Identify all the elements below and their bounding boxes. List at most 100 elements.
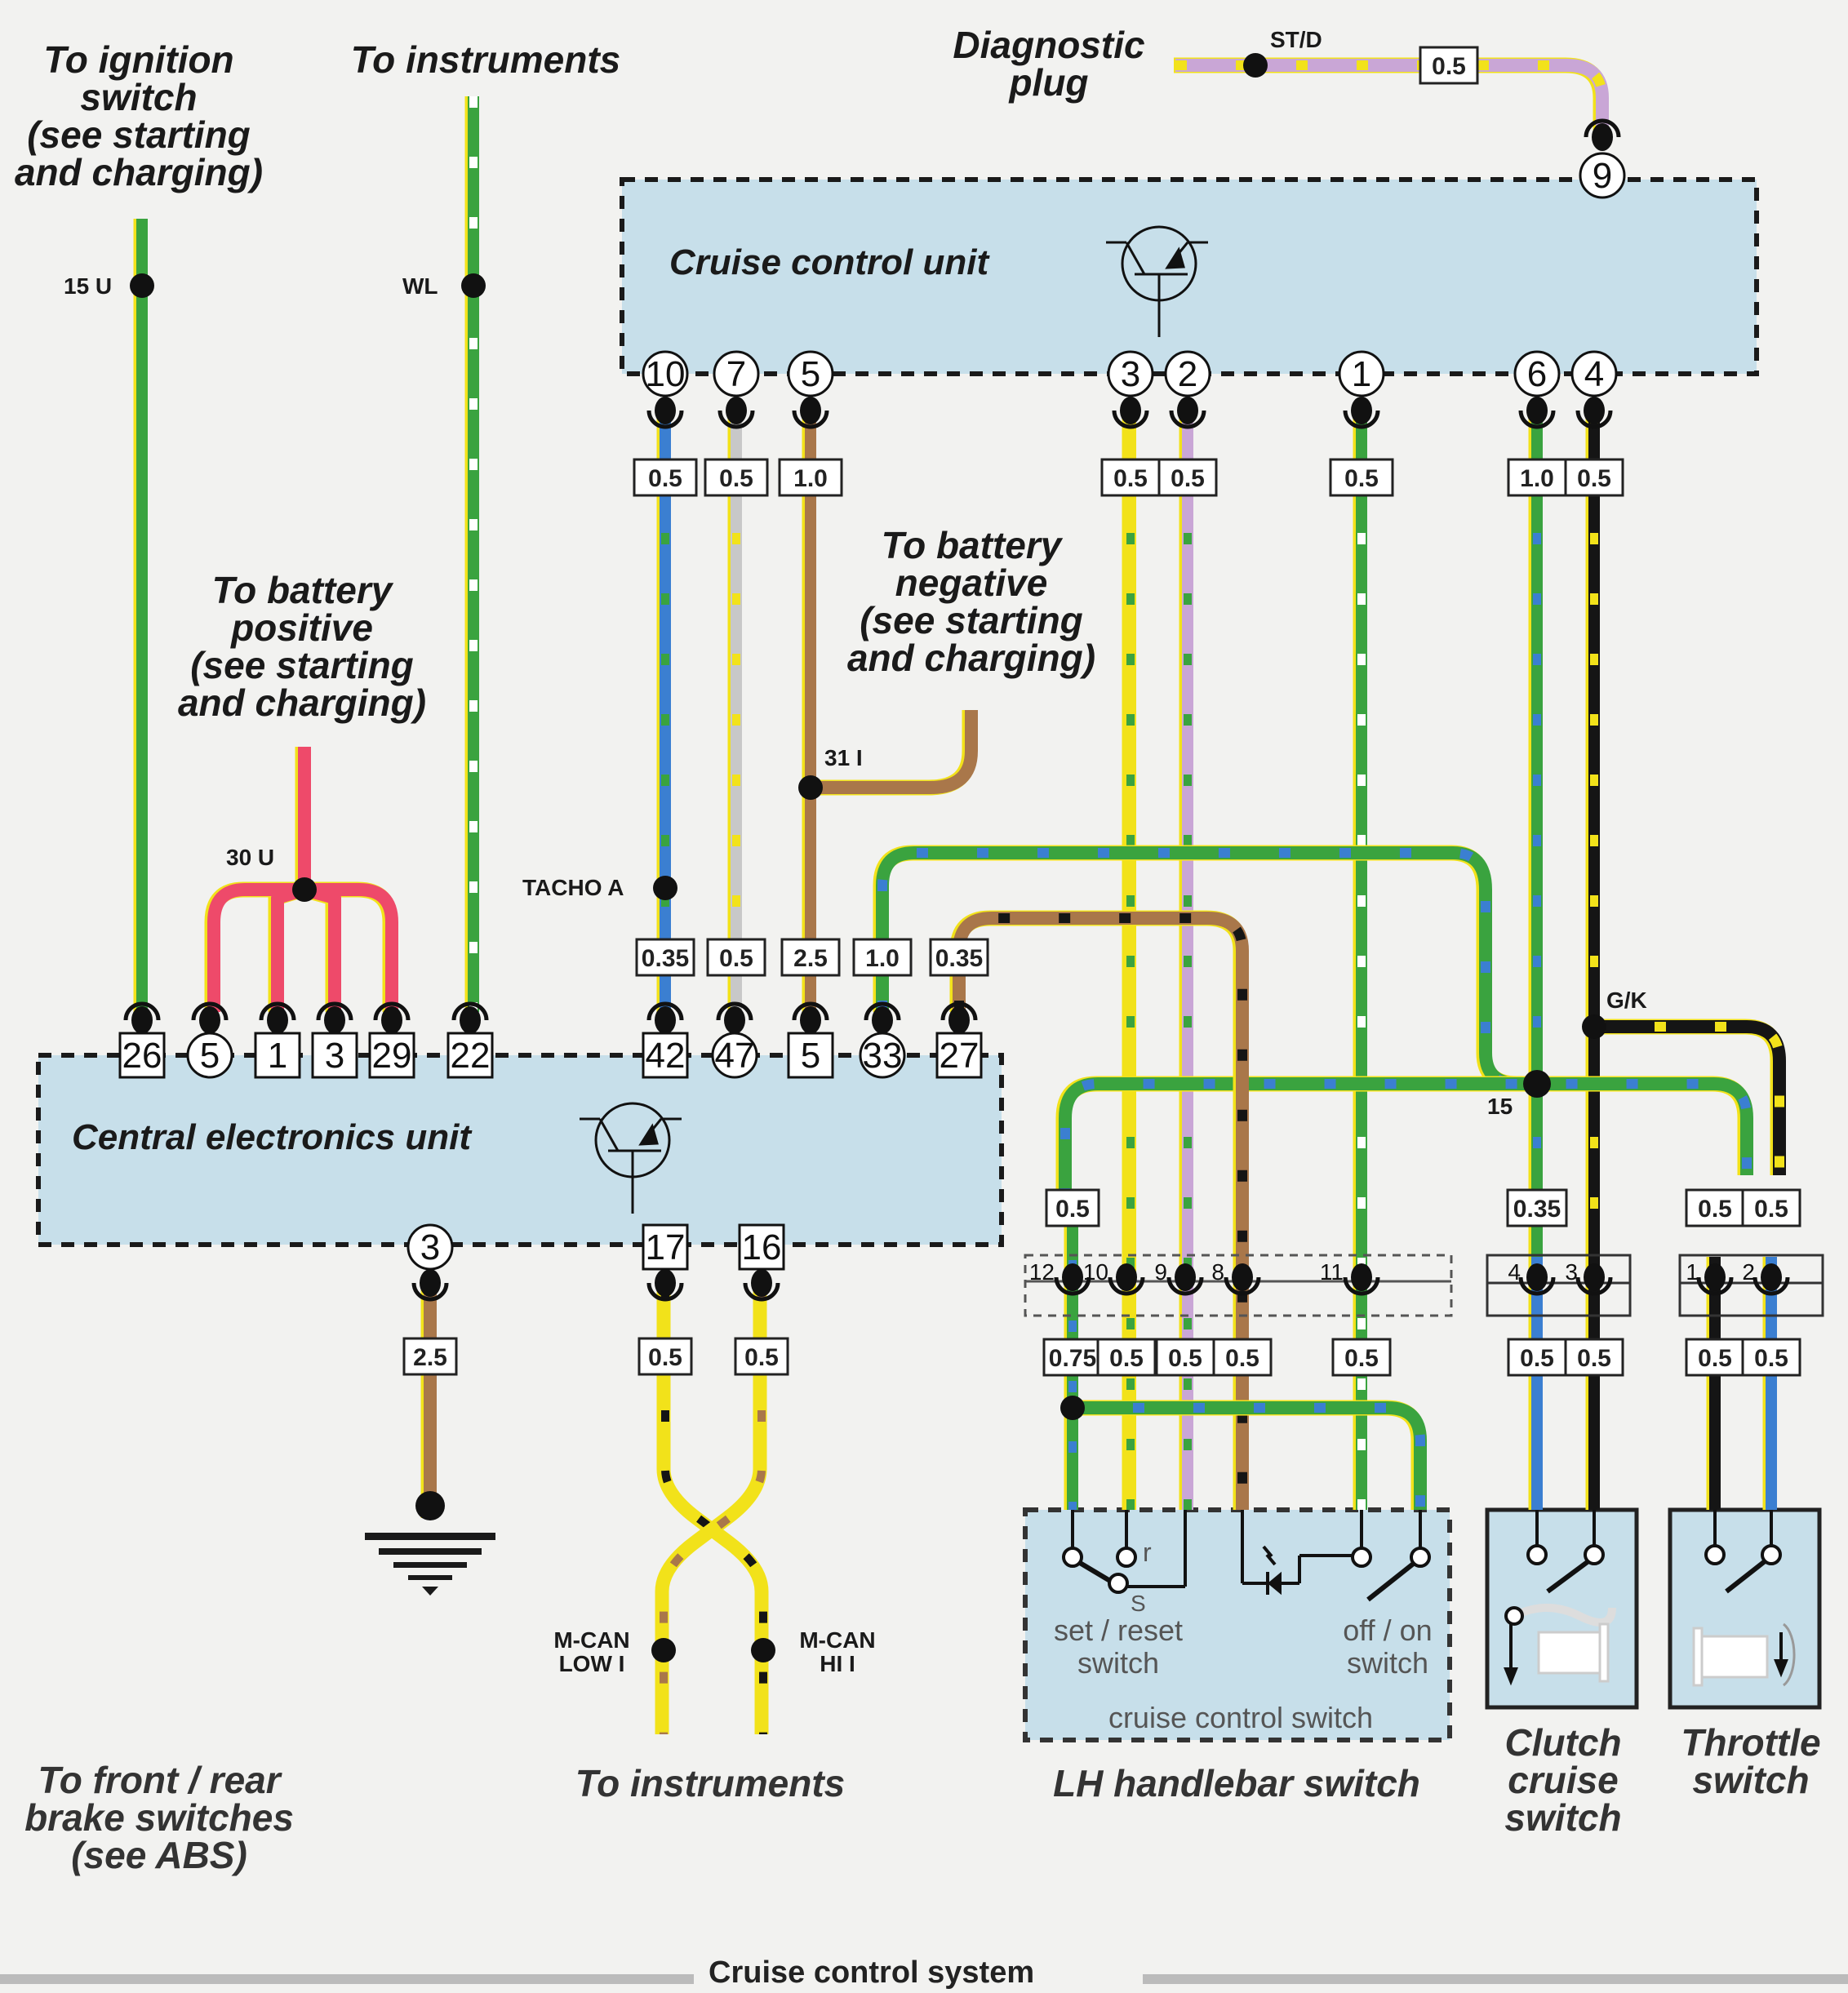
wire-size-label-value: 0.5	[1754, 1196, 1788, 1223]
wire-size-label: 0.75	[1042, 1338, 1103, 1377]
ccu-socket-plug	[1526, 397, 1548, 424]
wire-31i-battery-negative-core	[811, 710, 978, 794]
ccu-pin-6-ring	[1513, 350, 1561, 397]
ceu-pin-3: 3	[406, 1223, 454, 1271]
ceu-pin-16: 16	[738, 1223, 785, 1271]
label-line: Diagnostic	[953, 24, 1145, 66]
wire-size-label: 1.0	[778, 458, 843, 497]
wire-size-label-diag-value: 0.5	[1432, 53, 1466, 80]
ceu-pin-5: 5	[787, 1032, 834, 1079]
ceu-socket	[316, 1001, 353, 1034]
wire-size-label-value: 0.5	[744, 1344, 779, 1371]
label-to-instruments-top: To instruments	[350, 38, 621, 81]
wire-size-label: 2.5	[402, 1337, 458, 1376]
handlebar-pin-number: 10	[1083, 1259, 1108, 1285]
wire-size-label: 0.5	[1212, 1338, 1273, 1377]
throttle-pin-number: 1	[1686, 1259, 1699, 1285]
ccu-pin-9: 9	[1579, 152, 1626, 199]
ccu-socket-plug	[1177, 397, 1198, 424]
ccu-socket	[717, 397, 755, 429]
wire-size-label: 0.5	[1329, 458, 1394, 497]
wire-mcan-low	[655, 1289, 767, 1734]
ceu-socket-plug	[751, 1269, 772, 1297]
ceu-pin-5-box	[787, 1032, 834, 1079]
ceu-socket	[646, 1001, 684, 1034]
label-line: LOW I	[558, 1651, 625, 1677]
ccu-socket-cup	[1169, 410, 1206, 429]
wire-ccu5-ceu5	[802, 412, 816, 1012]
ceu-socket-cup	[646, 1001, 684, 1021]
label-line: HI I	[820, 1651, 855, 1677]
label-clutch-cruise-switch: Clutch cruise switch	[1477, 1724, 1649, 1836]
wire-size-label: 0.5	[1100, 458, 1161, 497]
ceu-socket	[792, 1001, 829, 1034]
wire-size-label-value: 0.5	[719, 465, 753, 492]
ceu-pin-3-number: 3	[325, 1036, 344, 1076]
ceu-socket	[411, 1269, 449, 1302]
clutch-socket-plug	[1584, 1263, 1605, 1291]
ceu-pin-42-box	[642, 1032, 689, 1079]
cruise-control-unit	[620, 177, 1759, 376]
ccu-socket	[1518, 397, 1556, 429]
ccu-pin-10-ring	[642, 350, 689, 397]
indicator-led-icon	[1241, 1510, 1355, 1596]
ceu-socket-plug	[199, 1006, 220, 1034]
ccu-socket-cup	[1518, 410, 1556, 429]
wire-size-label-box	[734, 1337, 789, 1376]
label-line: set / reset	[1053, 1613, 1184, 1647]
label-line: To ignition	[43, 38, 234, 81]
ceu-socket	[451, 1001, 489, 1034]
ceu-socket	[716, 1001, 753, 1034]
ccu-pin-4-number: 4	[1584, 354, 1604, 394]
ceu-pin-33-number: 33	[863, 1036, 903, 1076]
ceu-socket-cup	[451, 1001, 489, 1021]
ceu-pin-33-ring	[859, 1032, 906, 1079]
wire-31i-battery-negative	[809, 710, 978, 796]
ceu-pin-29: 29	[368, 1032, 415, 1079]
ccu-pin-9-socket-plug	[1592, 123, 1613, 151]
wire-size-label-box	[1507, 458, 1567, 497]
splice-15u	[130, 273, 154, 298]
handlebar-pin-number: 11	[1320, 1259, 1344, 1285]
handlebar-pin-number: 8	[1211, 1259, 1224, 1285]
wire-30u-battery-positive-core	[207, 747, 398, 1012]
clutch-socket	[1575, 1263, 1613, 1296]
ceu-pin-22-number: 22	[451, 1036, 491, 1076]
ceu-socket-cup	[646, 1282, 684, 1302]
central-electronics-unit	[36, 1053, 1004, 1247]
wire-size-label-value: 2.5	[413, 1344, 447, 1371]
throttle-socket	[1696, 1263, 1734, 1296]
ccu-pin-4-ring	[1570, 350, 1618, 397]
wire-gk-throttle	[1593, 1019, 1786, 1175]
label-line: positive	[231, 606, 373, 649]
label-line: (see starting	[190, 644, 414, 686]
ceu-socket	[373, 1001, 411, 1034]
clutch-connector-box	[1486, 1254, 1632, 1317]
handlebar-socket-plug	[1062, 1263, 1083, 1291]
ccu-pin-10: 10	[642, 350, 689, 397]
wire-ceu27-led	[949, 910, 1249, 1510]
ceu-pin-26-number: 26	[122, 1036, 162, 1076]
label-to-battery-positive: To battery positive (see starting and ch…	[155, 571, 449, 721]
wire-size-label-value: 0.35	[642, 945, 689, 972]
throttle-socket-plug	[1761, 1263, 1782, 1291]
splice-mcan-hi	[751, 1638, 775, 1662]
wire-size-label: 0.5	[633, 458, 698, 497]
splice-tag-std: ST/D	[1270, 27, 1322, 52]
ceu-pin-22: 22	[446, 1032, 494, 1079]
ceu-socket	[259, 1001, 296, 1034]
ccu-socket-plug	[655, 397, 676, 424]
ccu-socket-plug	[1584, 397, 1605, 424]
splice-tacho	[653, 876, 677, 900]
ceu-pin-26-box	[118, 1032, 166, 1079]
wire-size-label-diag-box	[1419, 46, 1479, 85]
handlebar-socket-cup	[1054, 1276, 1091, 1296]
label-line: switch	[1077, 1645, 1160, 1680]
wire-size-label: 1.0	[1507, 458, 1567, 497]
wire-size-label-value: 2.5	[793, 945, 828, 972]
ceu-socket-plug	[267, 1006, 288, 1034]
handlebar-socket	[1108, 1263, 1145, 1296]
wire-size-label-box	[1506, 1188, 1568, 1227]
wire-size-label-value: 1.0	[865, 945, 900, 972]
